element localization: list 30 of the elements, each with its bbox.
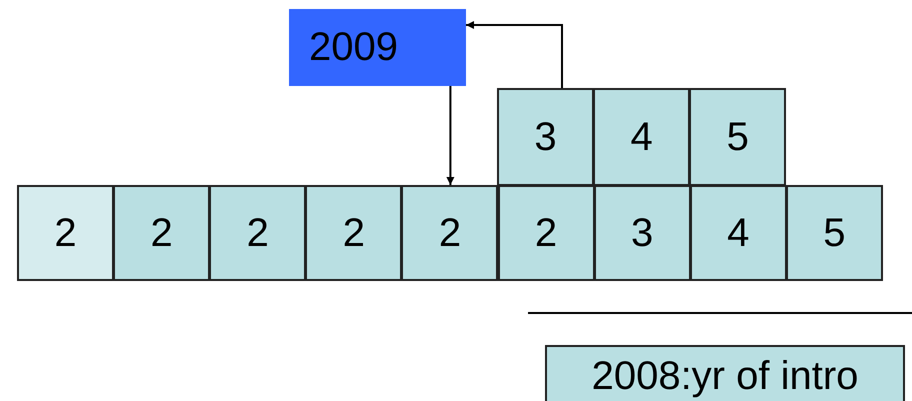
cell-label: 5 [726, 114, 749, 160]
number-cell [498, 185, 595, 281]
cell-label: 2 [438, 210, 462, 256]
cell-label: 2 [342, 210, 365, 256]
number-cell [594, 185, 691, 281]
cell-label: 3 [631, 210, 654, 256]
cell-label: 5 [823, 210, 846, 256]
arrow [466, 21, 563, 88]
number-cell [305, 185, 402, 281]
cell-label: 4 [727, 210, 750, 256]
cell-label: 2 [246, 210, 269, 256]
arrow [446, 86, 454, 185]
number-cell [401, 185, 498, 281]
year-box [289, 9, 466, 86]
cell-label: 2009 [309, 25, 398, 70]
cell-label: 2 [150, 210, 173, 256]
number-cell [689, 88, 786, 186]
cell-label: 2008:yr of intro [592, 354, 858, 398]
number-cell [209, 185, 306, 281]
legend-box [545, 345, 905, 401]
number-cell [786, 185, 883, 281]
number-cell [113, 185, 210, 281]
cell-label: 3 [534, 114, 557, 160]
cell-label: 2 [54, 210, 77, 256]
number-cell [497, 88, 594, 186]
number-cell [593, 88, 690, 186]
number-cell [690, 185, 787, 281]
cell-label: 4 [630, 114, 653, 160]
cell-label: 2 [534, 210, 558, 256]
number-cell [17, 185, 114, 281]
